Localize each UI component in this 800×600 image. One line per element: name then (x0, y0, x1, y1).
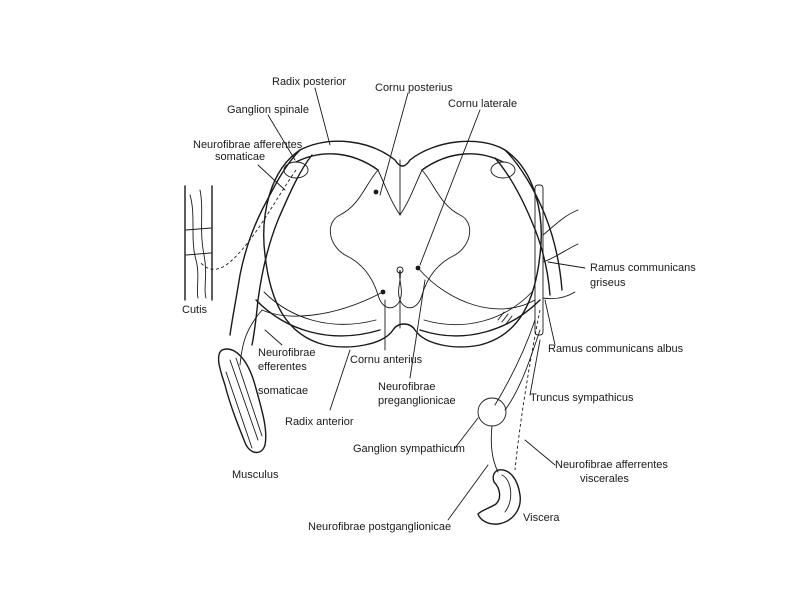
label-neurofibrae-afferentes-somaticae-2: somaticae (215, 151, 265, 163)
label-neurofibrae-postganglionicae: Neurofibrae postganglionicae (308, 521, 451, 533)
postganglionic-fibre (490, 425, 499, 473)
label-viscera: Viscera (523, 512, 560, 524)
label-neurofibrae-preganglionicae: Neurofibrae (378, 381, 435, 393)
radix-anterior-root (255, 299, 381, 337)
label-cornu-posterius: Cornu posterius (375, 82, 453, 94)
label-viscerales: viscerales (580, 473, 629, 485)
label-efferentes: efferentes (258, 361, 307, 373)
label-cornu-laterale: Cornu laterale (448, 98, 517, 110)
label-neurofibrae-afferentes-viscerales: Neurofibrae afferrentes (555, 459, 668, 471)
afferent-somatic-fibre (199, 169, 297, 270)
ganglion-sympathicum (477, 397, 507, 427)
label-preganglionicae: preganglionicae (378, 395, 456, 407)
label-somaticae-efferentes: somaticae (258, 385, 308, 397)
radix-posterior-root (295, 153, 379, 171)
label-cutis: Cutis (182, 304, 208, 316)
musculus (217, 348, 267, 454)
visceral-afferent-fibre (514, 309, 541, 471)
label-neurofibrae-afferentes-somaticae: Neurofibrae afferentes (193, 139, 303, 151)
label-cornu-anterius: Cornu anterius (350, 354, 423, 366)
ganglion-spinale-right (490, 161, 516, 179)
efferent-somatic-fibre (239, 291, 384, 366)
viscera (477, 469, 521, 525)
label-musculus: Musculus (232, 469, 279, 481)
right-spinal-nerve (417, 149, 579, 473)
label-radix-posterior: Radix posterior (272, 76, 346, 88)
central-canal (396, 266, 404, 274)
leader-lines (257, 87, 586, 521)
labels: Radix posterior Cornu posterius Ganglion… (182, 76, 696, 533)
label-ganglion-spinale: Ganglion spinale (227, 104, 309, 116)
truncus-sympathicus-bar (534, 184, 544, 336)
left-spinal-nerve (199, 149, 384, 366)
cutis-skin (184, 185, 213, 301)
ramus-communicans-griseus-line (542, 243, 579, 263)
label-radix-anterior: Radix anterior (285, 416, 354, 428)
label-ramus-communicans-griseus-2: griseus (590, 277, 626, 289)
label-ganglion-sympathicum: Ganglion sympathicum (353, 443, 465, 455)
label-truncus-sympathicus: Truncus sympathicus (530, 392, 634, 404)
label-neurofibrae-efferentes: Neurofibrae (258, 347, 315, 359)
preganglionic-fibre (417, 267, 536, 310)
dorsal-horn-neuron (373, 189, 379, 195)
spinal-cord-outline (263, 140, 542, 348)
label-ramus-communicans-albus: Ramus communicans albus (548, 343, 684, 355)
label-ramus-communicans-griseus: Ramus communicans (590, 262, 696, 274)
ramus-communicans-albus-line (542, 291, 576, 300)
